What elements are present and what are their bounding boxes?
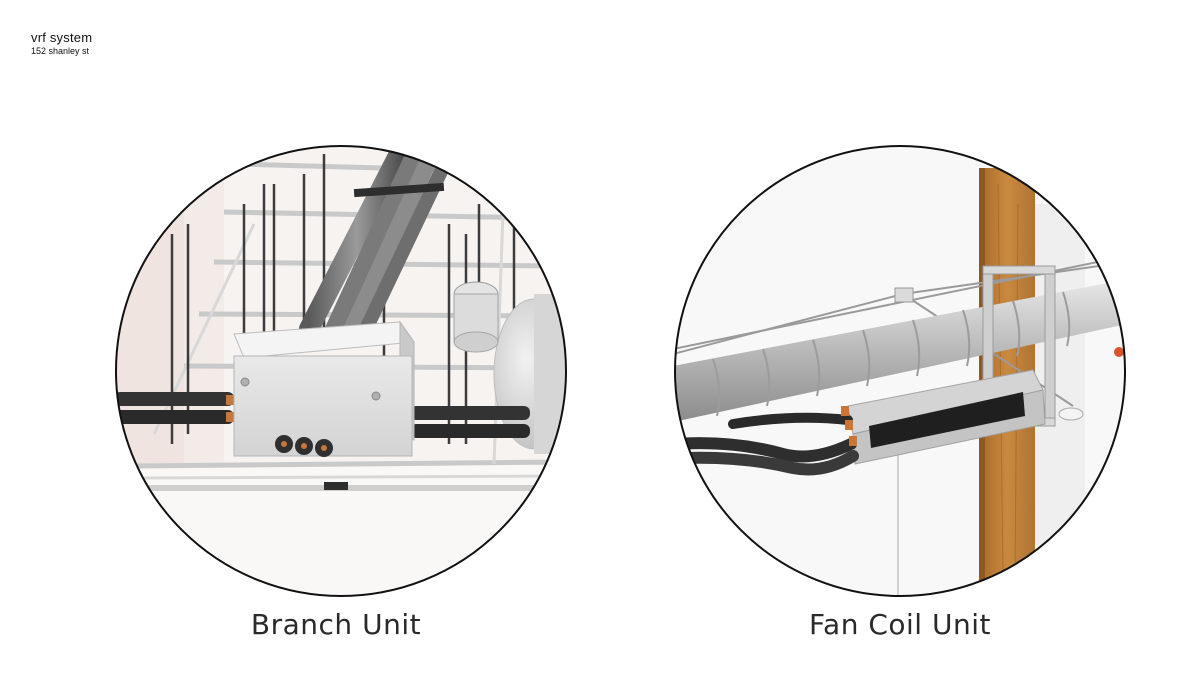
fan-coil-unit-label: Fan Coil Unit — [809, 608, 991, 641]
page-title: vrf system — [31, 30, 93, 45]
page-subtitle: 152 shanley st — [31, 46, 90, 56]
branch-unit-label: Branch Unit — [250, 608, 422, 641]
fan-coil-unit-illustration — [673, 144, 1127, 598]
page-header: vrf system 152 shanley st — [31, 30, 92, 57]
branch-unit-illustration — [114, 144, 568, 598]
